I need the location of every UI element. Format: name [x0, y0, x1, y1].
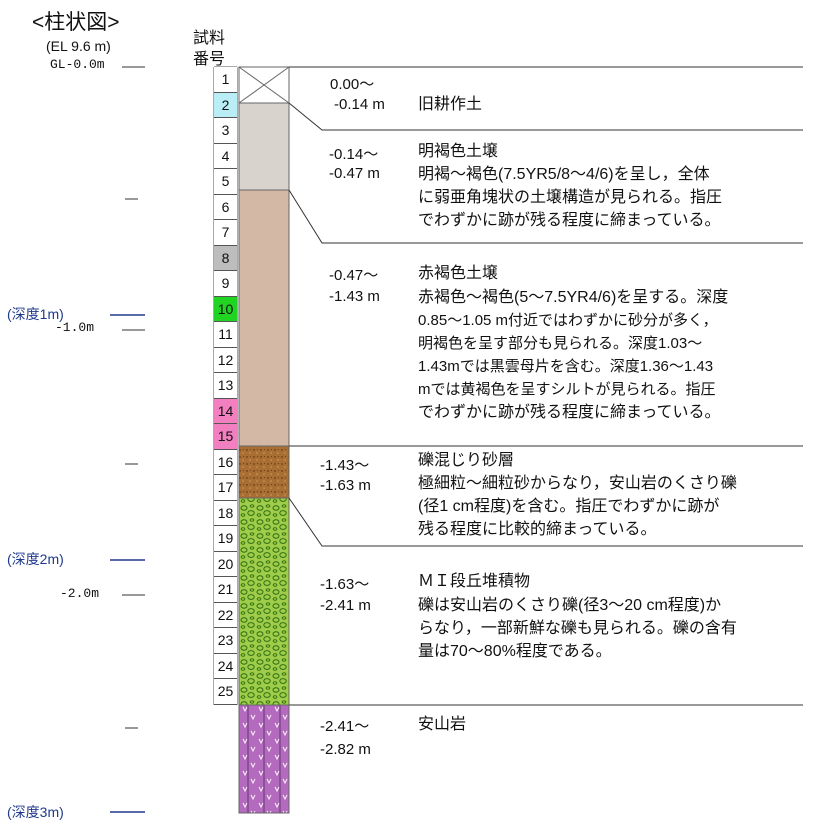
- depth-1m-label: (深度1m): [7, 306, 64, 322]
- layer-3-desc: 極細粒〜細粒砂からなり，安山岩のくさり礫 (径1 cm程度)を含む。指圧でわずか…: [418, 472, 737, 541]
- sample-number-5: 5: [214, 169, 237, 195]
- layer-3-top: -1.43〜: [320, 457, 370, 474]
- depth-gl2-label: -2.0m: [60, 586, 100, 601]
- sample-number-6: 6: [214, 194, 237, 220]
- sample-number-15: 15: [214, 424, 237, 450]
- layer-4-top: -1.63〜: [320, 576, 370, 593]
- depth-2m-label: (深度2m): [7, 551, 64, 567]
- sample-number-21: 21: [214, 577, 237, 603]
- sample-number-9: 9: [214, 271, 237, 297]
- layer-0-name: 旧耕作土: [418, 96, 483, 113]
- layer-4-name: ＭＩ段丘堆積物: [418, 573, 531, 590]
- sample-header-line1: 試料: [193, 30, 226, 47]
- layer-1-desc-line: 明褐〜褐色(7.5YR5/8〜4/6)を呈し，全体: [418, 166, 710, 183]
- layer-4-desc-line: 礫は安山岩のくさり礫(径3〜20 cm程度)か: [418, 597, 722, 614]
- layer-fill-terrace: [238, 497, 290, 706]
- layer-5-top: -2.41〜: [320, 718, 370, 735]
- layer-2-desc-line: 赤褐色〜褐色(5〜7.5YR4/6)を呈する。深度: [418, 289, 729, 306]
- sample-number-7: 7: [214, 220, 237, 246]
- layer-3-name: 礫混じり砂層: [418, 452, 515, 469]
- layer-2-desc-line: 1.43mでは黒雲母片を含む。深度1.36〜1.43: [418, 358, 714, 375]
- layer-3-desc-line: (径1 cm程度)を含む。指圧でわずかに跡が: [418, 498, 720, 515]
- sample-number-1: 1: [214, 67, 237, 93]
- layer-1-desc: 明褐〜褐色(7.5YR5/8〜4/6)を呈し，全体 に弱亜角塊状の土壌構造が見ら…: [418, 163, 722, 232]
- leader-1: [288, 102, 803, 131]
- sample-header-line2: 番号: [193, 51, 226, 68]
- layer-3-desc-line: 残る程度に比較的締まっている。: [418, 521, 657, 538]
- layer-2-desc-line: 0.85〜1.05 m付近ではわずかに砂分が多く，: [418, 312, 718, 329]
- layer-3-desc-line: 極細粒〜細粒砂からなり，安山岩のくさり礫: [418, 475, 737, 492]
- elevation-label: (EL 9.6 m): [46, 38, 111, 54]
- layer-0-top: 0.00〜: [330, 76, 375, 93]
- layer-1-desc-line: でわずかに跡が残る程度に締まっている。: [418, 212, 721, 229]
- layer-3-bottom: -1.63 m: [320, 477, 371, 494]
- layer-5-bottom: -2.82 m: [320, 741, 371, 758]
- layer-4-desc-line: らなり，一部新鮮な礫も見られる。礫の含有: [418, 620, 737, 637]
- sample-number-19: 19: [214, 526, 237, 552]
- sample-number-13: 13: [214, 373, 237, 399]
- sample-number-14: 14: [214, 398, 237, 424]
- sample-number-2: 2: [214, 92, 237, 118]
- layer-2-desc-line: mでは黄褐色を呈すシルトが見られる。指圧: [418, 381, 716, 398]
- chart-title: <柱状図>: [32, 11, 120, 34]
- leader-2: [288, 189, 803, 244]
- sample-number-23: 23: [214, 628, 237, 654]
- layer-1-desc-line: に弱亜角塊状の土壌構造が見られる。指圧: [418, 189, 723, 206]
- layer-0-bottom: -0.14 m: [334, 96, 385, 113]
- layer-fill-gravelly-sand: [238, 445, 290, 499]
- layer-1-top: -0.14〜: [329, 146, 379, 163]
- sample-number-4: 4: [214, 143, 237, 169]
- depth-gl1-label: -1.0m: [55, 320, 95, 335]
- layer-4-desc: 礫は安山岩のくさり礫(径3〜20 cm程度)か らなり，一部新鮮な礫も見られる。…: [418, 594, 737, 663]
- leader-4: [288, 497, 803, 547]
- layer-5-name: 安山岩: [418, 716, 467, 733]
- layer-fill-andesite: [238, 704, 290, 814]
- sample-number-24: 24: [214, 653, 237, 679]
- layer-2-name: 赤褐色土壌: [418, 265, 499, 282]
- layer-2-top: -0.47〜: [329, 267, 379, 284]
- sample-number-11: 11: [214, 322, 237, 348]
- sample-number-20: 20: [214, 551, 237, 577]
- sample-number-12: 12: [214, 347, 237, 373]
- sample-number-3: 3: [214, 118, 237, 144]
- layer-2-desc-line: 明褐色を呈す部分も見られる。深度1.03〜: [418, 335, 703, 352]
- layer-1-bottom: -0.47 m: [329, 165, 380, 182]
- sample-number-17: 17: [214, 475, 237, 501]
- layer-2-desc-line: でわずかに跡が残る程度に締まっている。: [418, 404, 721, 421]
- depth-gl0-label: GL-0.0m: [50, 57, 105, 72]
- sample-number-10: 10: [214, 296, 237, 322]
- layer-2-bottom: -1.43 m: [329, 288, 380, 305]
- layer-4-desc-line: 量は70〜80%程度である。: [418, 643, 612, 660]
- layer-1-name: 明褐色土壌: [418, 143, 499, 160]
- sample-number-18: 18: [214, 500, 237, 526]
- sample-number-8: 8: [214, 245, 237, 271]
- layer-4-bottom: -2.41 m: [320, 597, 371, 614]
- sample-number-22: 22: [214, 602, 237, 628]
- layer-fill-light-brown: [238, 102, 290, 191]
- depth-3m-label: (深度3m): [7, 804, 64, 820]
- layer-fill-red-brown: [238, 189, 290, 447]
- sample-number-25: 25: [214, 679, 237, 705]
- sample-number-16: 16: [214, 449, 237, 475]
- layer-2-desc: 赤褐色〜褐色(5〜7.5YR4/6)を呈する。深度 0.85〜1.05 m付近で…: [418, 286, 728, 424]
